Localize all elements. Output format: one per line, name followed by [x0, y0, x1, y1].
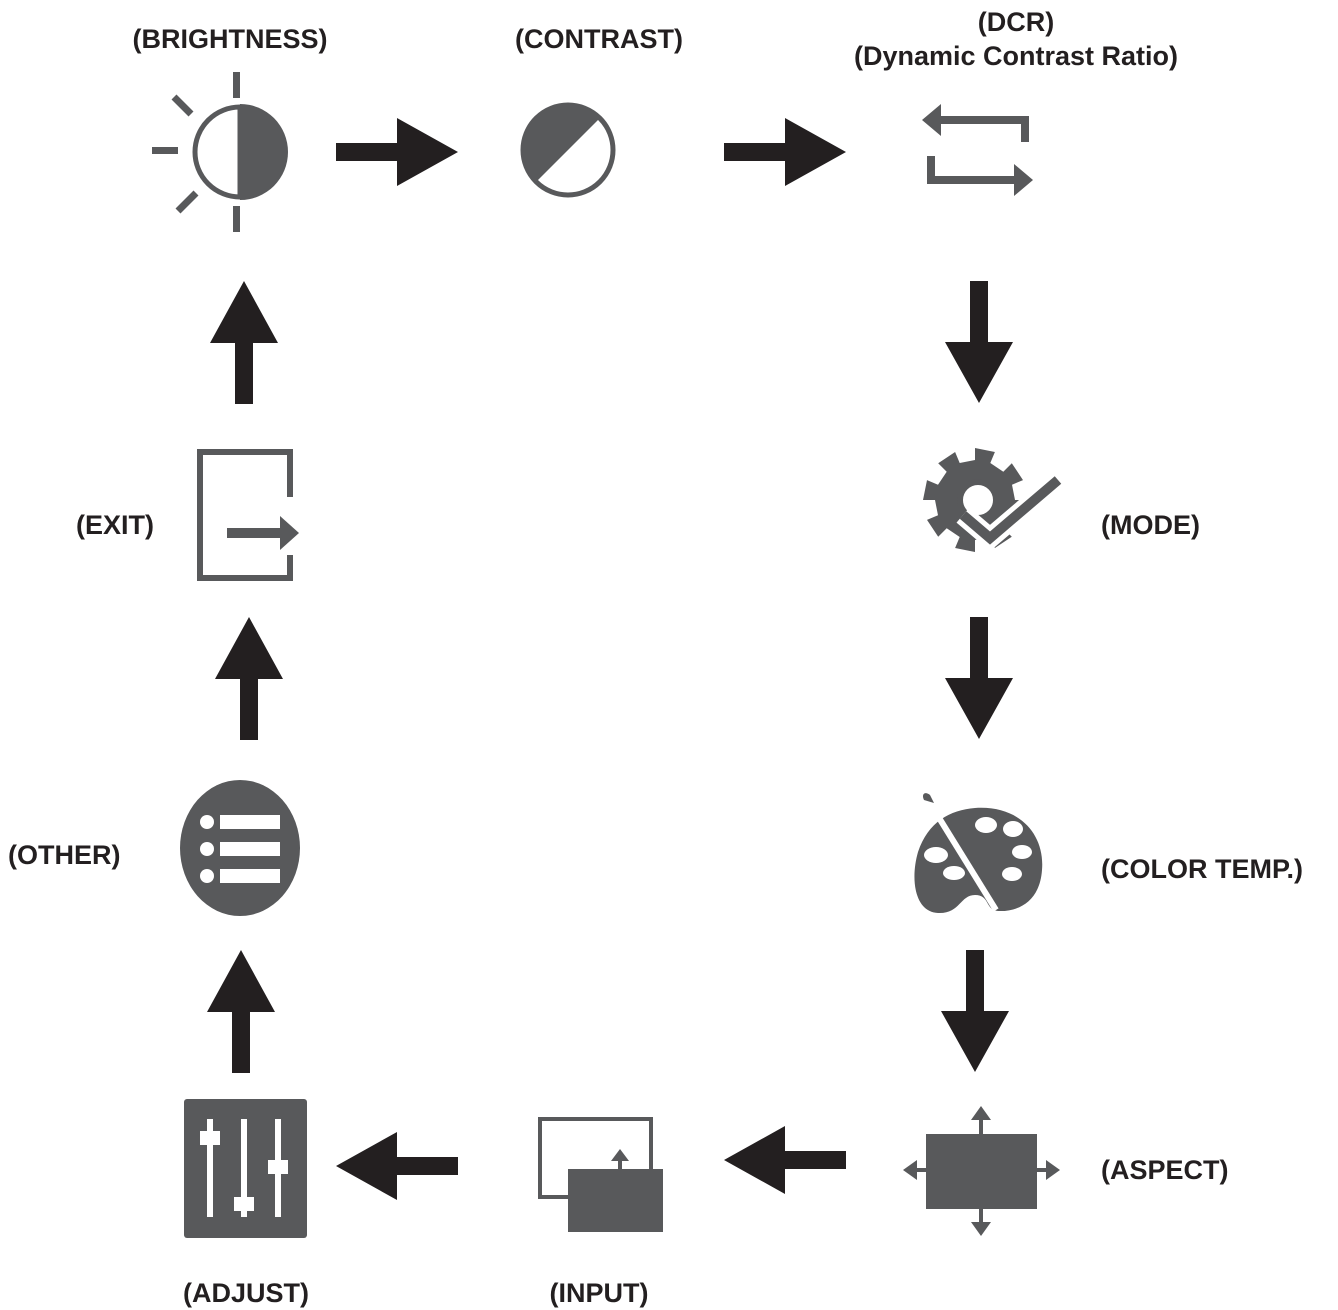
contrast-icon — [520, 102, 616, 198]
dcr-label-line2: (Dynamic Contrast Ratio) — [853, 41, 1179, 71]
adjust-label: (ADJUST) — [183, 1278, 309, 1308]
dcr-cycle-icon — [922, 104, 1033, 196]
adjust-sliders-icon — [184, 1099, 307, 1238]
flow-arrow-aspect-to-input — [724, 1126, 846, 1194]
dcr-label: (DCR) (Dynamic Contrast Ratio) — [854, 5, 1178, 73]
flow-arrow-input-to-adjust — [336, 1132, 458, 1200]
flow-arrow-mode-to-color-temp — [945, 617, 1013, 739]
input-label: (INPUT) — [549, 1278, 649, 1308]
flow-arrow-color-temp-to-aspect — [941, 950, 1009, 1072]
mode-gear-check-icon — [923, 448, 1065, 552]
input-source-icon — [538, 1117, 663, 1232]
dcr-label-line1: (DCR) — [977, 7, 1055, 37]
contrast-label: (CONTRAST) — [515, 24, 683, 54]
aspect-label: (ASPECT) — [1101, 1155, 1229, 1185]
exit-label: (EXIT) — [76, 510, 154, 540]
other-list-icon — [180, 780, 300, 916]
flow-arrow-contrast-to-dcr — [724, 118, 846, 186]
flow-arrow-dcr-to-mode — [945, 281, 1013, 403]
aspect-expand-icon — [903, 1106, 1060, 1236]
brightness-label: (BRIGHTNESS) — [132, 24, 328, 54]
exit-icon — [197, 449, 299, 581]
flow-arrow-exit-to-brightness — [210, 281, 278, 404]
flow-arrow-adjust-to-other — [207, 950, 275, 1073]
color-temp-label: (COLOR TEMP.) — [1101, 854, 1303, 884]
brightness-icon — [152, 72, 288, 232]
other-label: (OTHER) — [8, 840, 121, 870]
mode-label: (MODE) — [1101, 510, 1200, 540]
flow-arrow-other-to-exit — [215, 617, 283, 740]
flow-arrow-brightness-to-contrast — [336, 118, 458, 186]
palette-icon — [914, 793, 1043, 914]
